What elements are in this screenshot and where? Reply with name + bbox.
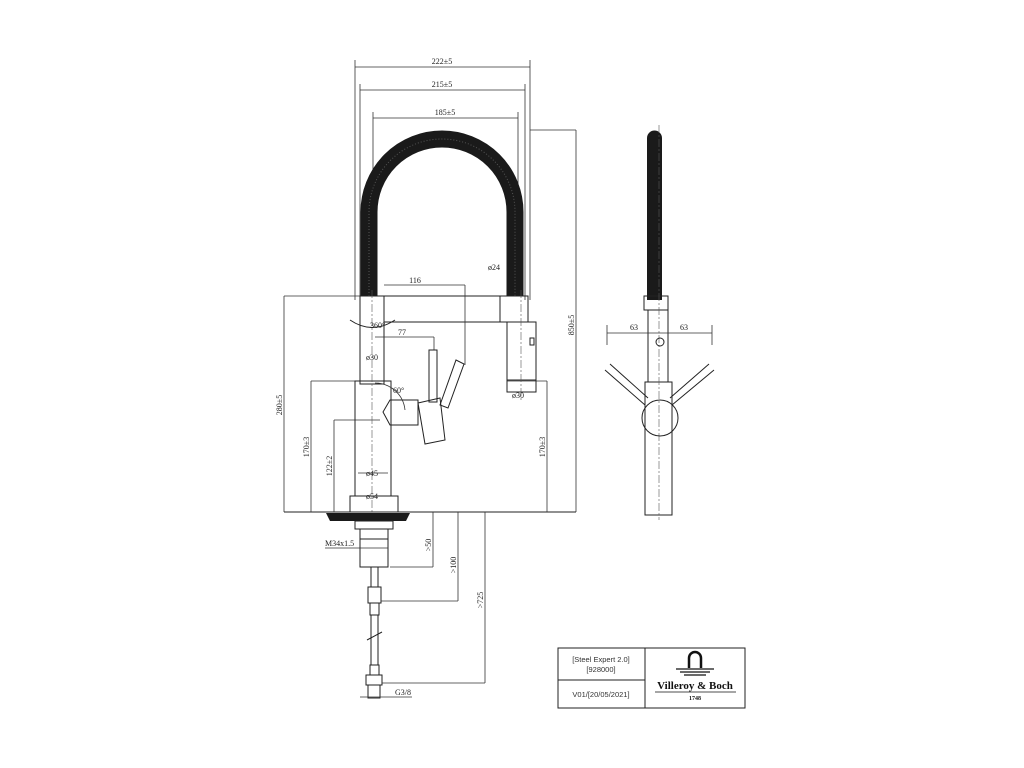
dim-185: 185±5 <box>435 108 455 117</box>
faucet-front-view: 360° 116 77 ø30 ø30 60° ø45 ø54 <box>326 276 537 521</box>
dim-170-right: 170±3 <box>538 437 547 457</box>
villeroy-boch-logo: Villeroy & Boch 1748 <box>655 650 736 702</box>
title-block: [Steel Expert 2.0] [928000] V01/[20/05/2… <box>557 647 746 709</box>
top-dimensions: 222±5 215±5 185±5 <box>354 57 531 300</box>
spring-hose <box>360 130 524 296</box>
dim-angle-60: 60° <box>393 386 404 395</box>
dim-side-left: 63 <box>630 323 638 332</box>
dim-280: 280±5 <box>275 395 284 415</box>
dim-215: 215±5 <box>432 80 452 89</box>
dim-side-right: 63 <box>680 323 688 332</box>
product-name: [Steel Expert 2.0] <box>572 655 630 664</box>
brand-year: 1748 <box>689 696 701 702</box>
dim-850: 850±5 <box>567 315 576 335</box>
faucet-side-view: 63 63 <box>604 125 715 520</box>
dim-170-left: 170±3 <box>302 437 311 457</box>
brand-name: Villeroy & Boch <box>657 680 733 692</box>
dim-dia-54: ø54 <box>366 492 378 501</box>
dim-116: 116 <box>409 276 421 285</box>
dim-122: 122±2 <box>325 456 334 476</box>
dim-thread: M34x1.5 <box>325 539 354 548</box>
dim-222: 222±5 <box>432 57 452 66</box>
dim-dia-24: ø24 <box>488 263 500 272</box>
dim-dia-30-head: ø30 <box>512 391 524 400</box>
dim-77: 77 <box>398 328 406 337</box>
dim-min-725: >725 <box>476 592 485 609</box>
dim-swivel: 360° <box>370 321 385 330</box>
version-date: V01/[20/05/2021] <box>572 690 629 699</box>
dim-dia-45: ø45 <box>366 469 378 478</box>
dim-min-50: >50 <box>424 539 433 552</box>
dim-dia-30-column: ø30 <box>366 353 378 362</box>
dim-min-100: >100 <box>449 557 458 574</box>
article-number: [928000] <box>586 665 615 674</box>
height-dimensions: 280±5 850±5 170±3 170±3 122±2 <box>275 129 577 513</box>
installation-dimensions: M34x1.5 >50 >100 >725 G3/8 <box>325 512 486 699</box>
dim-connection: G3/8 <box>395 688 411 697</box>
